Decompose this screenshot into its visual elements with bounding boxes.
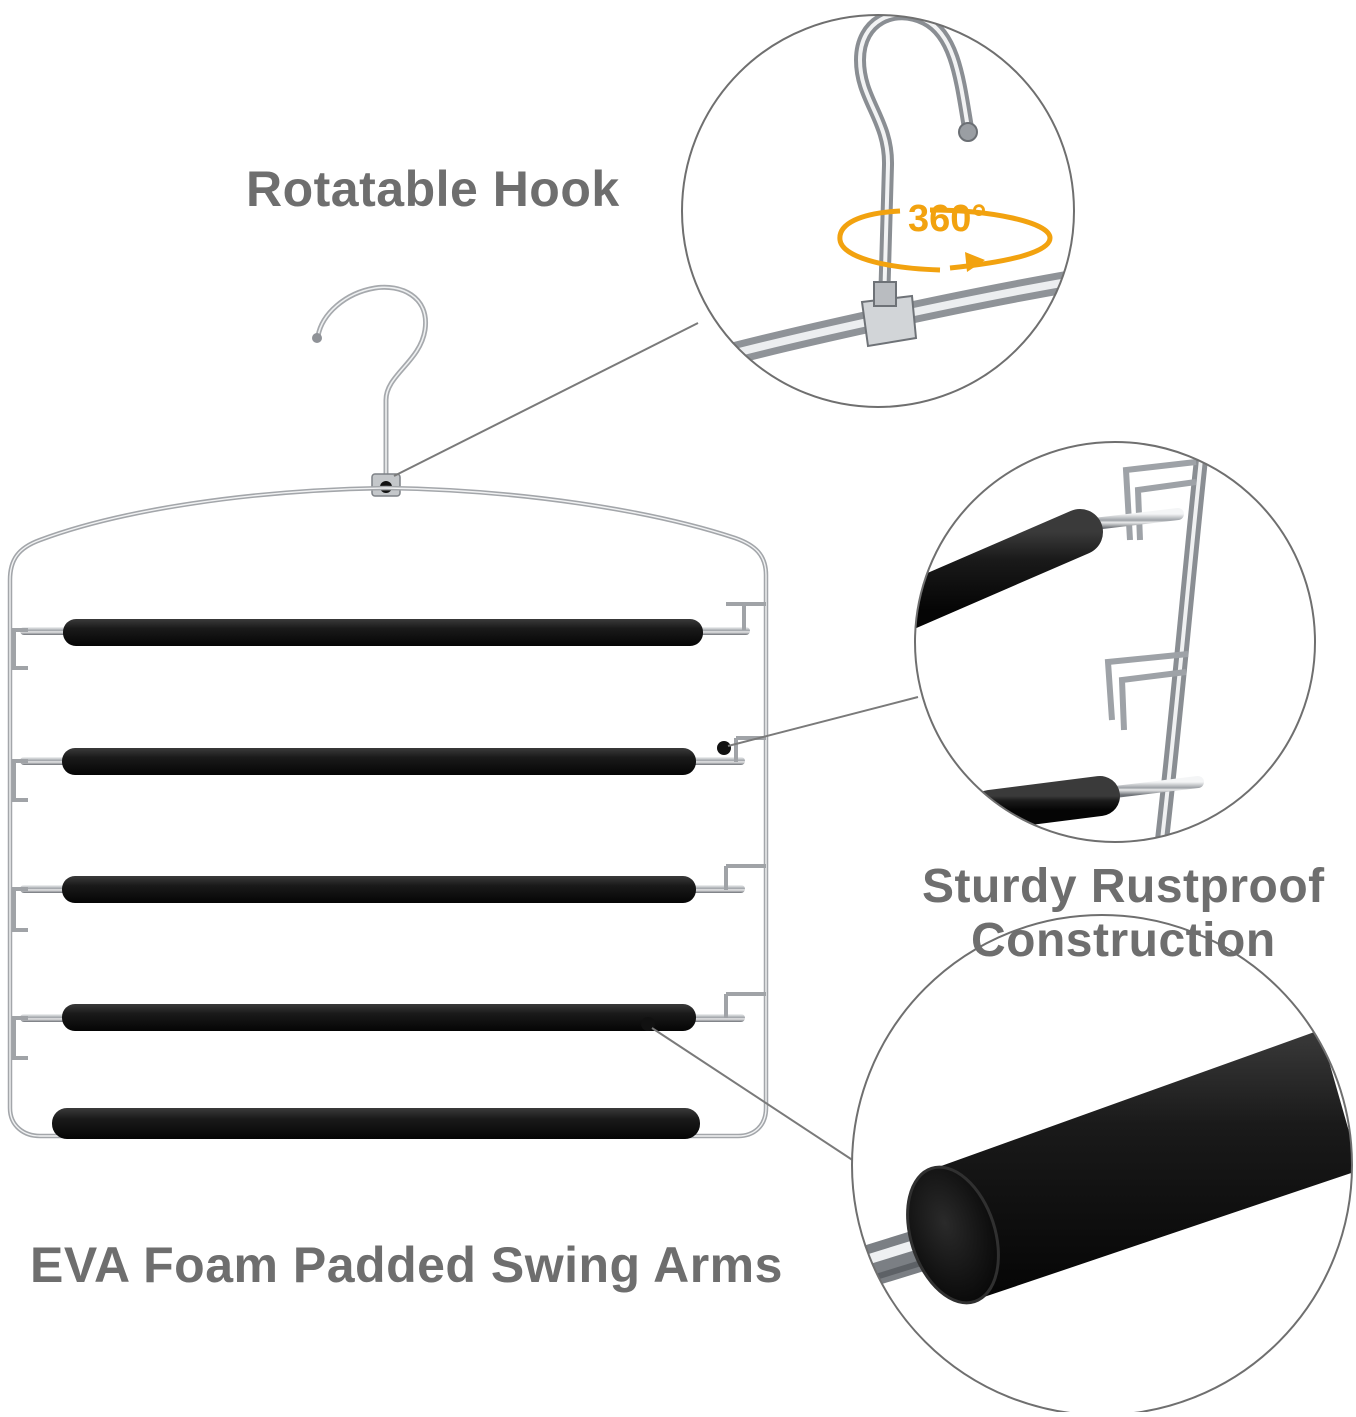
detail-circle-construction — [914, 441, 1316, 843]
label-rotatable-hook: Rotatable Hook — [246, 161, 620, 217]
rotation-badge: 360° — [908, 198, 987, 240]
leader-line-construction — [727, 696, 919, 747]
callout-dot-construction — [717, 741, 731, 755]
foam-bar-3 — [62, 876, 696, 903]
foam-bar-1 — [63, 619, 703, 646]
detail-circle-foam — [851, 914, 1353, 1416]
label-construction-line1: Sturdy Rustproof — [922, 860, 1325, 913]
label-construction-line2: Construction — [971, 914, 1276, 967]
right-clips — [724, 602, 766, 1018]
foam-bar-2 — [62, 748, 696, 775]
foam-bar-5 — [52, 1108, 700, 1139]
callout-dot-foam — [641, 1017, 655, 1031]
leader-lines — [393, 322, 919, 1164]
swing-arm-rods — [20, 627, 750, 1022]
leader-line-hook — [393, 322, 699, 477]
foam-bar-4 — [62, 1004, 696, 1031]
left-clips — [12, 628, 28, 1060]
label-construction: Sturdy Rustproof Construction — [922, 860, 1325, 968]
hanger — [7, 284, 769, 1139]
detail-circle-hook: 360° — [681, 14, 1075, 408]
hanger-hook — [315, 284, 428, 481]
foam-bars — [52, 619, 703, 1139]
hanger-frame — [7, 485, 769, 1139]
leader-line-foam — [651, 1027, 858, 1164]
label-foam-arms: EVA Foam Padded Swing Arms — [30, 1237, 783, 1293]
